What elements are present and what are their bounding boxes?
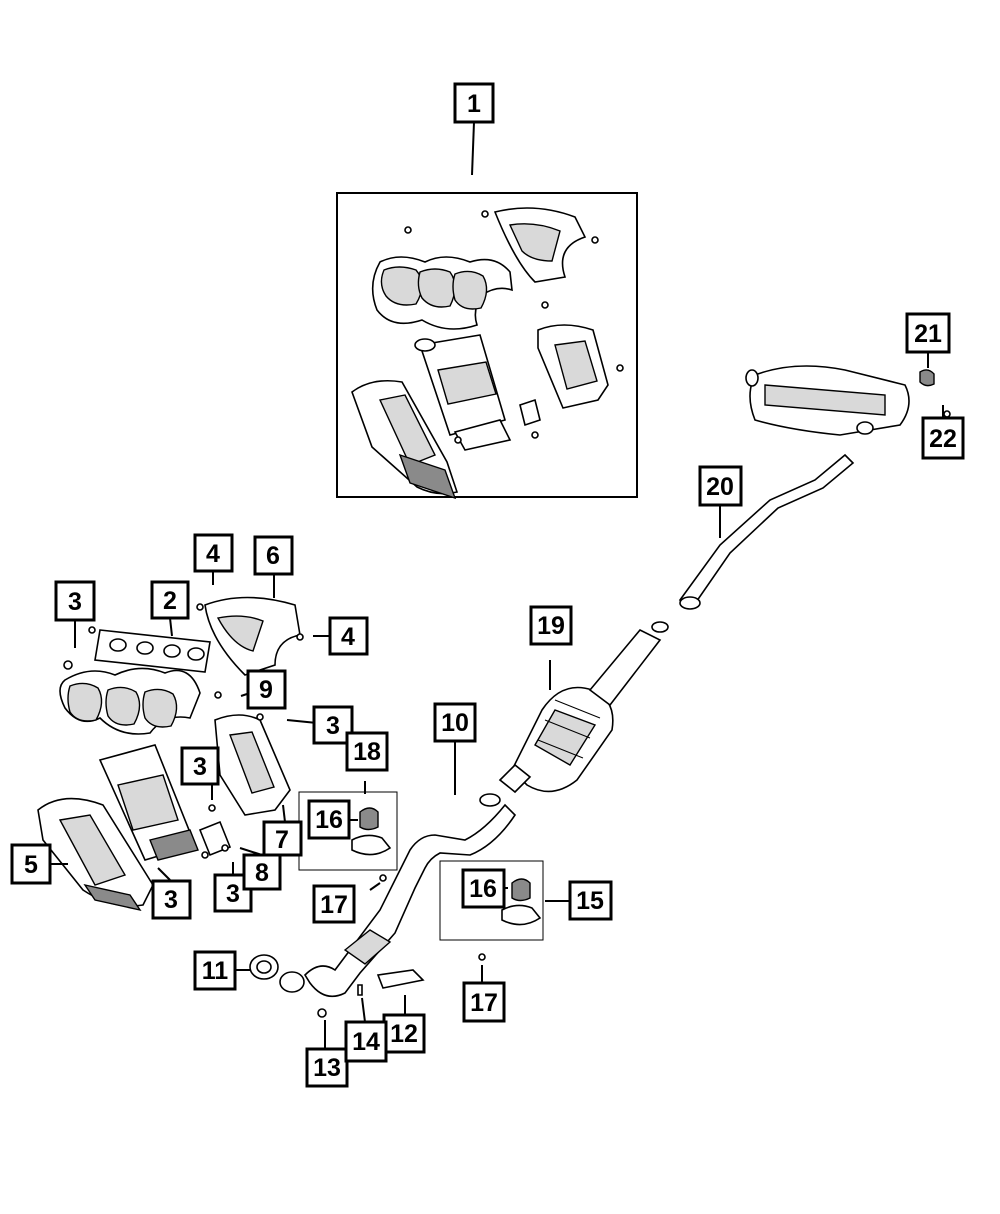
svg-text:8: 8 <box>255 859 269 887</box>
callout-4-top: 4 <box>193 533 234 573</box>
svg-text:10: 10 <box>441 709 469 737</box>
svg-text:4: 4 <box>206 540 220 568</box>
svg-text:5: 5 <box>24 851 38 879</box>
callout-3-manifold-left: 3 <box>54 580 96 622</box>
svg-text:12: 12 <box>390 1020 418 1048</box>
svg-text:1: 1 <box>467 90 481 118</box>
bracket-12 <box>376 969 425 989</box>
svg-text:13: 13 <box>313 1054 341 1082</box>
callout-17-right: 17 <box>462 981 506 1023</box>
svg-text:4: 4 <box>341 623 355 651</box>
isolator-18-parts <box>351 807 392 856</box>
callout-20: 20 <box>698 465 743 507</box>
callout-2: 2 <box>150 580 190 620</box>
callout-21: 21 <box>905 312 951 354</box>
svg-text:6: 6 <box>266 542 280 570</box>
callout-11: 11 <box>193 950 237 991</box>
svg-text:15: 15 <box>576 887 604 915</box>
callout-18: 18 <box>345 731 389 772</box>
callout-12: 12 <box>382 1013 426 1054</box>
svg-text:18: 18 <box>353 738 381 766</box>
callout-4-right: 4 <box>328 616 369 656</box>
callout-17-left: 17 <box>312 884 356 924</box>
exhaust-manifold-exploded <box>37 596 304 912</box>
intermediate-converter-19 <box>498 621 669 794</box>
assembly-1-manifold-converter <box>351 207 624 500</box>
callout-5: 5 <box>10 843 52 885</box>
tailpipe-20 <box>678 453 855 610</box>
callout-3-converter: 3 <box>180 746 220 786</box>
callout-6: 6 <box>253 535 294 576</box>
callout-8: 8 <box>242 853 282 891</box>
nut-13 <box>317 1008 327 1018</box>
svg-text:17: 17 <box>470 989 498 1017</box>
svg-text:21: 21 <box>914 320 942 348</box>
svg-text:3: 3 <box>193 753 207 781</box>
callout-13: 13 <box>305 1047 349 1088</box>
svg-text:11: 11 <box>202 957 229 985</box>
front-pipe-10 <box>279 793 517 998</box>
isolator-15-parts <box>501 878 542 926</box>
callout-16-kit18: 16 <box>307 799 351 840</box>
callout-3-lower: 3 <box>151 879 192 920</box>
callout-7: 7 <box>262 820 303 857</box>
svg-text:19: 19 <box>537 612 565 640</box>
svg-text:2: 2 <box>163 587 177 615</box>
svg-text:14: 14 <box>352 1028 380 1056</box>
svg-text:3: 3 <box>226 880 240 908</box>
callout-9: 9 <box>246 669 287 710</box>
isolator-kit-15-frame <box>439 860 544 941</box>
callout-15: 15 <box>568 880 613 921</box>
svg-text:3: 3 <box>326 712 340 740</box>
svg-text:17: 17 <box>320 891 348 919</box>
muffler <box>745 365 951 436</box>
svg-text:16: 16 <box>469 875 497 903</box>
callout-1: 1 <box>453 82 495 124</box>
svg-text:3: 3 <box>164 886 178 914</box>
bolt-14 <box>357 984 363 996</box>
callout-14: 14 <box>344 1020 388 1063</box>
callout-16-kit15: 16 <box>461 868 506 909</box>
assembly-1-frame <box>336 192 638 498</box>
callout-10: 10 <box>433 702 477 743</box>
callout-19: 19 <box>529 605 573 646</box>
svg-text:3: 3 <box>68 588 82 616</box>
svg-text:20: 20 <box>706 473 734 501</box>
svg-text:16: 16 <box>315 806 343 834</box>
svg-text:7: 7 <box>275 826 289 854</box>
callout-22: 22 <box>921 416 965 460</box>
svg-text:9: 9 <box>259 676 273 704</box>
svg-text:22: 22 <box>929 425 957 453</box>
leader-lines <box>50 121 944 1050</box>
